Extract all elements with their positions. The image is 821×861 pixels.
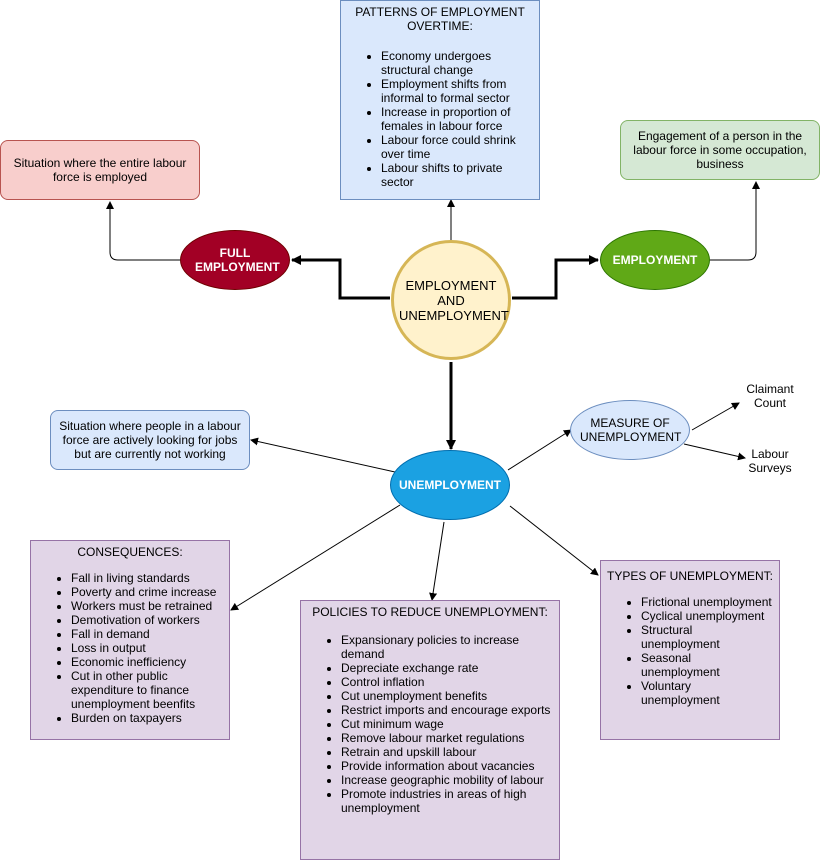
types-title: TYPES OF UNEMPLOYMENT: [606, 569, 774, 583]
measure-node: MEASURE OF UNEMPLOYMENT [570, 400, 690, 460]
policies-panel: POLICIES TO REDUCE UNEMPLOYMENT: Expansi… [300, 600, 560, 860]
employment-label: EMPLOYMENT [612, 253, 698, 267]
list-item: Economy undergoes structural change [381, 49, 533, 77]
labour-surveys-label: Labour Surveys [748, 447, 792, 475]
list-item: Cut minimum wage [341, 717, 559, 731]
list-item: Voluntary unemployment [641, 679, 773, 707]
arrow-center-to-full-employment [291, 255, 390, 300]
unemployment-node: UNEMPLOYMENT [390, 450, 510, 520]
employment-definition: Engagement of a person in the labour for… [633, 129, 807, 171]
full-employment-label: FULL EMPLOYMENT [195, 246, 280, 274]
patterns-title: PATTERNS OF EMPLOYMENT OVERTIME: [355, 5, 525, 33]
list-item: Remove labour market regulations [341, 731, 559, 745]
arrow-unemployment-to-measure [507, 429, 572, 471]
list-item: Expansionary policies to increase demand [341, 633, 559, 661]
measure-label: MEASURE OF UNEMPLOYMENT [580, 416, 682, 444]
employment-node: EMPLOYMENT [600, 230, 710, 290]
list-item: Retrain and upskill labour [341, 745, 559, 759]
full-employment-definition-box: Situation where the entire labour force … [0, 140, 200, 200]
list-item: Promote industries in areas of high unem… [341, 787, 559, 815]
claimant-count-label: Claimant Count [746, 382, 794, 410]
patterns-panel: PATTERNS OF EMPLOYMENT OVERTIME: Economy… [340, 0, 540, 200]
list-item: Provide information about vacancies [341, 759, 559, 773]
employment-definition-box: Engagement of a person in the labour for… [620, 120, 820, 180]
arrow-unemployment-to-consequences [230, 504, 401, 611]
list-item: Cut unemployment benefits [341, 689, 559, 703]
arrow-unemployment-to-definition [250, 437, 396, 473]
unemployment-label: UNEMPLOYMENT [399, 478, 501, 492]
list-item: Depreciate exchange rate [341, 661, 559, 675]
types-list: Frictional unemployment Cyclical unemplo… [601, 595, 779, 707]
types-panel: TYPES OF UNEMPLOYMENT: Frictional unempl… [600, 560, 780, 740]
consequences-panel: CONSEQUENCES: Fall in living standards P… [30, 540, 230, 740]
list-item: Burden on taxpayers [71, 711, 229, 725]
arrow-full-to-definition [106, 201, 180, 261]
arrow-measure-to-claimant [691, 402, 740, 431]
list-item: Poverty and crime increase [71, 585, 229, 599]
list-item: Frictional unemployment [641, 595, 773, 609]
list-item: Fall in living standards [71, 571, 229, 585]
list-item: Employment shifts from informal to forma… [381, 77, 533, 105]
policies-list: Expansionary policies to increase demand… [301, 633, 559, 815]
list-item: Increase geographic mobility of labour [341, 773, 559, 787]
list-item: Cyclical unemployment [641, 609, 773, 623]
list-item: Fall in demand [71, 627, 229, 641]
unemployment-definition-box: Situation where people in a labour force… [50, 410, 250, 470]
patterns-list: Economy undergoes structural change Empl… [341, 49, 539, 189]
list-item: Loss in output [71, 641, 229, 655]
policies-title: POLICIES TO REDUCE UNEMPLOYMENT: [312, 605, 548, 619]
list-item: Economic inefficiency [71, 655, 229, 669]
center-label: EMPLOYMENT AND UNEMPLOYMENT [399, 277, 509, 323]
list-item: Structural unemployment [641, 623, 773, 651]
unemployment-definition: Situation where people in a labour force… [59, 419, 241, 461]
list-item: Seasonal unemployment [641, 651, 773, 679]
list-item: Increase in proportion of females in lab… [381, 105, 533, 133]
arrow-measure-to-surveys [683, 443, 746, 461]
arrow-unemployment-to-types [509, 505, 599, 576]
list-item: Workers must be retrained [71, 599, 229, 613]
list-item: Control inflation [341, 675, 559, 689]
list-item: Labour force could shrink over time [381, 133, 533, 161]
list-item: Demotivation of workers [71, 613, 229, 627]
arrow-employment-to-definition [710, 181, 760, 261]
full-employment-definition: Situation where the entire labour force … [13, 156, 187, 184]
list-item: Cut in other public expenditure to finan… [71, 669, 229, 711]
consequences-list: Fall in living standards Poverty and cri… [31, 571, 229, 725]
full-employment-node: FULL EMPLOYMENT [180, 230, 290, 290]
arrow-center-to-employment [512, 255, 599, 300]
consequences-title: CONSEQUENCES: [77, 545, 183, 559]
list-item: Labour shifts to private sector [381, 161, 533, 189]
center-node: EMPLOYMENT AND UNEMPLOYMENT [391, 240, 511, 360]
list-item: Restrict imports and encourage exports [341, 703, 559, 717]
arrow-unemployment-to-policies [429, 521, 445, 601]
